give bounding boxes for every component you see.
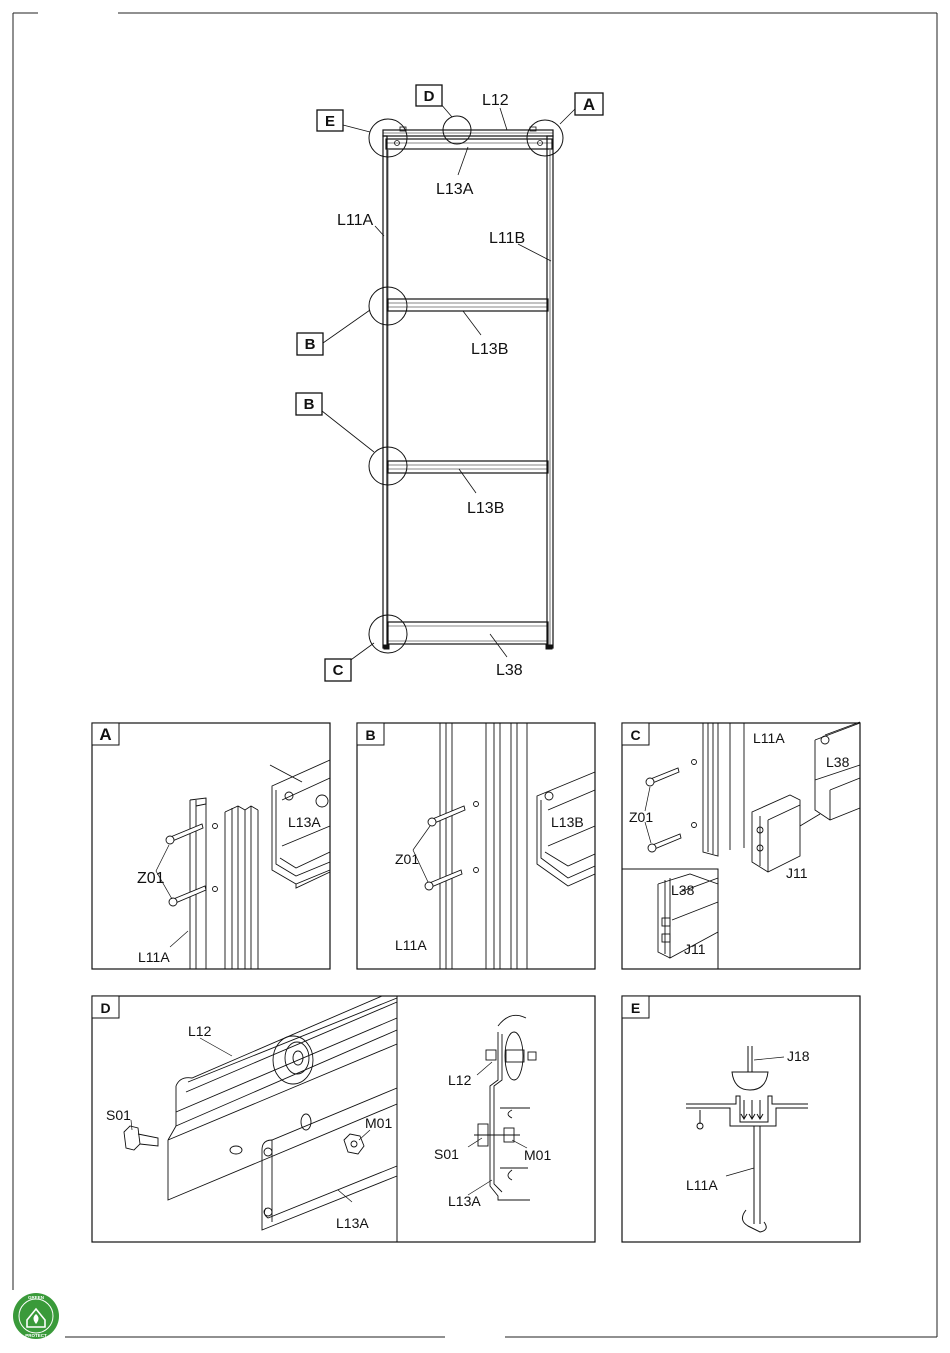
callout-box-c: C	[325, 659, 351, 681]
callout-box-b-upper: B	[297, 333, 323, 355]
svg-text:C: C	[630, 727, 640, 743]
svg-text:PROTECT: PROTECT	[25, 1333, 47, 1338]
green-protect-logo: GREEN PROTECT	[13, 1293, 59, 1339]
detail-panel-b: B Z01 L13B L11A	[357, 723, 595, 969]
label-l13a: L13A	[288, 814, 321, 830]
section-label-s01: S01	[434, 1146, 459, 1162]
callout-box-d: D	[416, 85, 442, 106]
part-label-l13b-upper: L13B	[471, 341, 508, 358]
svg-text:C: C	[333, 662, 344, 679]
part-label-l13a: L13A	[436, 181, 474, 198]
label-l11a: L11A	[753, 730, 785, 746]
callout-box-a: A	[575, 93, 603, 115]
part-label-l38: L38	[496, 662, 523, 679]
inset-label-j11: J11	[684, 941, 706, 957]
detail-panel-c: C	[622, 722, 860, 969]
detail-panel-d: D	[92, 996, 595, 1242]
svg-text:A: A	[583, 95, 595, 114]
svg-text:B: B	[365, 727, 375, 743]
part-label-l11a: L11A	[337, 212, 374, 229]
label-l11a: L11A	[395, 937, 427, 953]
label-z01: Z01	[395, 851, 419, 867]
label-z01: Z01	[629, 809, 653, 825]
label-l13b: L13B	[551, 814, 584, 830]
label-l38: L38	[826, 754, 850, 770]
label-s01: S01	[106, 1107, 131, 1123]
label-z01: Z01	[137, 870, 165, 887]
section-label-l13a: L13A	[448, 1193, 481, 1209]
detail-panel-a: A	[92, 723, 330, 969]
label-l11a: L11A	[138, 949, 170, 965]
callout-box-b-lower: B	[296, 393, 322, 415]
part-label-l11b: L11B	[489, 230, 525, 247]
inset-label-l38: L38	[671, 882, 695, 898]
svg-text:D: D	[100, 1000, 110, 1016]
svg-text:B: B	[304, 396, 315, 413]
wardrobe-frame-overview	[383, 127, 553, 649]
svg-text:E: E	[325, 113, 335, 130]
label-l12: L12	[188, 1023, 212, 1039]
label-m01: M01	[365, 1115, 392, 1131]
label-l11a: L11A	[686, 1177, 718, 1193]
svg-text:A: A	[99, 725, 111, 744]
label-j11: J11	[786, 865, 808, 881]
svg-text:D: D	[424, 88, 435, 105]
svg-text:B: B	[305, 336, 316, 353]
part-label-l13b-lower: L13B	[467, 500, 504, 517]
callout-box-e: E	[317, 110, 343, 131]
label-j18: J18	[787, 1048, 810, 1064]
detail-panel-e: E J18 L11A	[622, 996, 860, 1242]
part-label-l12: L12	[482, 92, 509, 109]
svg-text:E: E	[631, 1000, 640, 1016]
svg-text:GREEN: GREEN	[28, 1295, 44, 1300]
section-label-m01: M01	[524, 1147, 551, 1163]
label-l13a: L13A	[336, 1215, 369, 1231]
section-label-l12: L12	[448, 1072, 472, 1088]
